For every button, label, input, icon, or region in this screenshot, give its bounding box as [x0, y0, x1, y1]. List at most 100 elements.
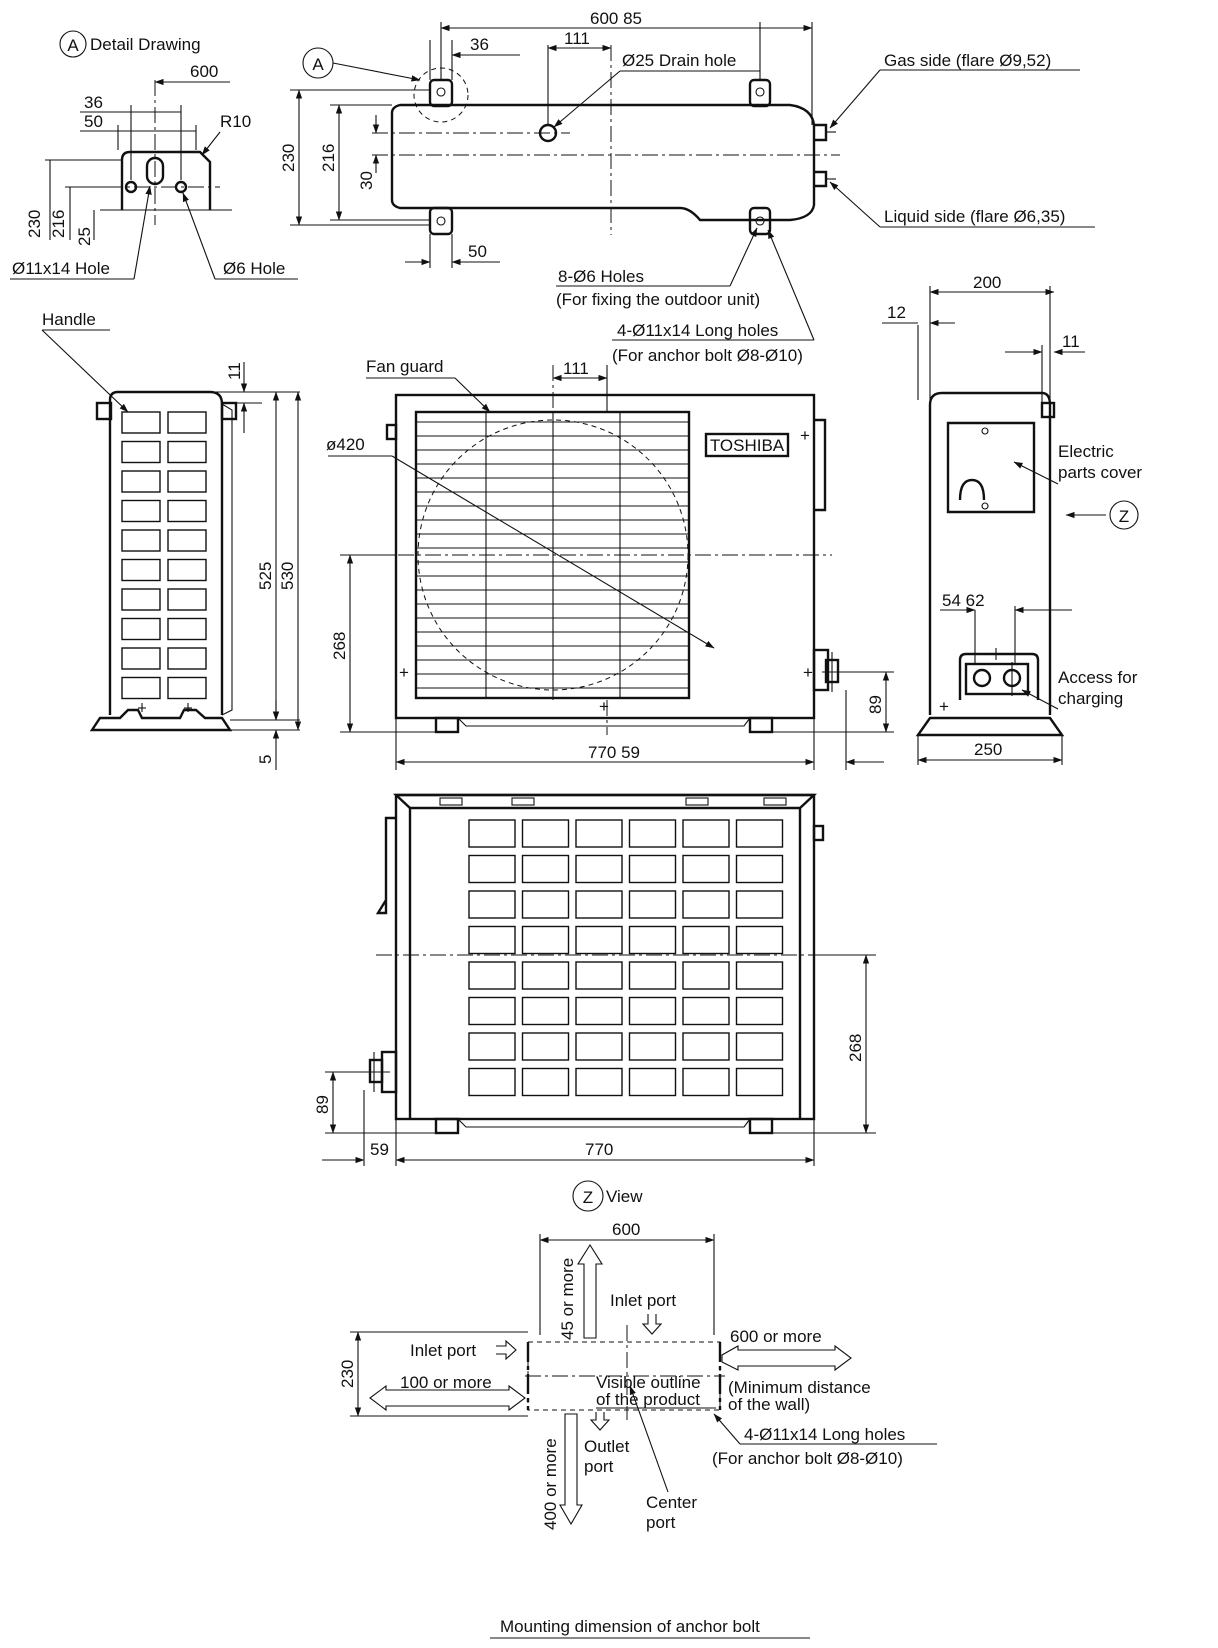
left-view-dim-525: 525	[256, 562, 275, 590]
rear-grille-slot	[682, 925, 730, 955]
rear-grille-slot	[682, 996, 730, 1026]
rear-view-drawing: 268 89 59 770	[313, 793, 876, 1166]
z-view-wall-2: of the wall)	[728, 1395, 810, 1414]
grille-slot	[167, 558, 207, 582]
detail-a-letter: A	[67, 36, 79, 55]
grille-slot	[121, 558, 161, 582]
top-view-long-holes: 4-Ø11x14 Long holes	[617, 321, 778, 340]
front-view-fan-guard: Fan guard	[366, 357, 444, 376]
grille-slot	[121, 440, 161, 464]
rear-grille-slot	[468, 1032, 516, 1061]
detail-a-dim-216: 216	[49, 210, 68, 238]
left-view-dim-5: 5	[256, 755, 275, 764]
right-view-dim-250: 250	[974, 740, 1002, 759]
rear-grille-slot	[575, 819, 623, 848]
grille-slot	[167, 499, 207, 523]
z-view-clear-400: 400 or more	[541, 1438, 560, 1530]
z-view-dim-230: 230	[338, 1360, 357, 1388]
rear-grille-slot	[575, 1067, 623, 1097]
grille-slot	[121, 470, 161, 493]
top-view-dim-50: 50	[468, 242, 487, 261]
svg-text:+: +	[803, 663, 813, 682]
right-view-dim-11: 11	[1062, 332, 1080, 351]
rear-grille-slot	[521, 1067, 570, 1097]
detail-a-title: Detail Drawing	[90, 35, 201, 54]
left-view-handle: Handle	[42, 310, 96, 329]
right-view-dim-54-62: 54 62	[942, 591, 985, 610]
grille-slot	[167, 676, 207, 700]
rear-grille-slot	[628, 996, 677, 1026]
detail-a-dim-600: 600	[190, 62, 218, 81]
rear-view-dim-59: 59	[370, 1140, 389, 1159]
grille-slot	[121, 676, 161, 700]
rear-grille-slot	[682, 890, 730, 919]
right-view-electric-1: Electric	[1058, 442, 1114, 461]
z-view-outlet-2: port	[584, 1457, 614, 1476]
rear-grille-slot	[682, 854, 730, 884]
brand-plate	[704, 432, 790, 458]
rear-grille-slot	[628, 1032, 677, 1061]
rear-view-dim-268: 268	[846, 1034, 865, 1062]
rear-grille-slot	[575, 1032, 623, 1061]
detail-a-dim-25: 25	[75, 227, 94, 246]
right-view-charging-valves	[972, 648, 1022, 696]
rear-grille-slot	[628, 890, 677, 919]
top-view-dim-230: 230	[279, 144, 298, 172]
rear-grille-slot	[575, 854, 623, 884]
z-view-caption: Mounting dimension of anchor bolt	[500, 1617, 760, 1636]
z-view-inlet-top: Inlet port	[610, 1291, 676, 1310]
top-view-dim-30: 30	[357, 171, 376, 190]
svg-text:+: +	[939, 697, 949, 716]
right-view-z-letter: Z	[1119, 507, 1129, 526]
rear-grille-slot	[575, 890, 623, 919]
z-view-center-2: port	[646, 1513, 676, 1532]
rear-grille-slot	[521, 996, 570, 1026]
grille-slot	[121, 588, 161, 611]
z-view-long-holes-note: (For anchor bolt Ø8-Ø10)	[712, 1449, 903, 1468]
rear-grille-slot	[682, 819, 730, 848]
grille-slot	[167, 440, 207, 464]
detail-a-dim-50: 50	[84, 112, 103, 131]
rear-grille-slot	[521, 890, 570, 919]
rear-grille-slot	[628, 1067, 677, 1097]
z-view-center-1: Center	[646, 1493, 697, 1512]
left-view-dim-530: 530	[278, 562, 297, 590]
detail-a-circle	[59, 30, 87, 58]
z-view-clear-100: 100 or more	[400, 1373, 492, 1392]
rear-grille-slot	[735, 1067, 784, 1097]
top-view-dim-111: 111	[564, 29, 590, 48]
rear-grille-slot	[575, 996, 623, 1026]
z-view-circle	[572, 1180, 604, 1212]
rear-grille-slot	[468, 996, 516, 1026]
grille-slot	[121, 499, 161, 523]
front-view-dim-111: 111	[563, 359, 589, 378]
top-view-callout-letter: A	[312, 55, 324, 74]
rear-grille-slot	[735, 819, 784, 848]
rear-grille-slot	[735, 854, 784, 884]
rear-grille-slot	[682, 1032, 730, 1061]
svg-text:+: +	[800, 426, 810, 445]
right-view-drawing: + 200 12 11 Electric parts cover Z 54 62…	[882, 273, 1142, 765]
front-view-drawing: Fan guard TOSHIBA ø420 + + + +	[326, 357, 894, 770]
z-view-clear-600: 600 or more	[730, 1327, 822, 1346]
right-view-electric-2: parts cover	[1058, 463, 1142, 482]
detail-a-dim-36: 36	[84, 93, 103, 112]
rear-grille-slot	[628, 854, 677, 884]
grille-slot	[121, 411, 161, 434]
z-view-inlet-left: Inlet port	[410, 1341, 476, 1360]
z-view-dim-600: 600	[612, 1220, 640, 1239]
grille-slot	[121, 617, 161, 641]
rear-grille-slot	[468, 854, 516, 884]
top-view-drawing: A 600 85 36 111	[279, 9, 1095, 365]
rear-grille-slot	[575, 925, 623, 955]
right-view-dim-200: 200	[973, 273, 1001, 292]
z-view-title: View	[606, 1187, 643, 1206]
z-view-wall-1: (Minimum distance	[728, 1378, 871, 1397]
grille-slot	[121, 529, 161, 552]
grille-slot	[167, 647, 207, 670]
rear-grille-slot	[468, 819, 516, 848]
z-view-letter: Z	[583, 1188, 593, 1207]
top-view-fixing-holes-note: (For fixing the outdoor unit)	[556, 290, 760, 309]
rear-view-dim-770: 770	[585, 1140, 613, 1159]
top-view-dim-216: 216	[319, 144, 338, 172]
